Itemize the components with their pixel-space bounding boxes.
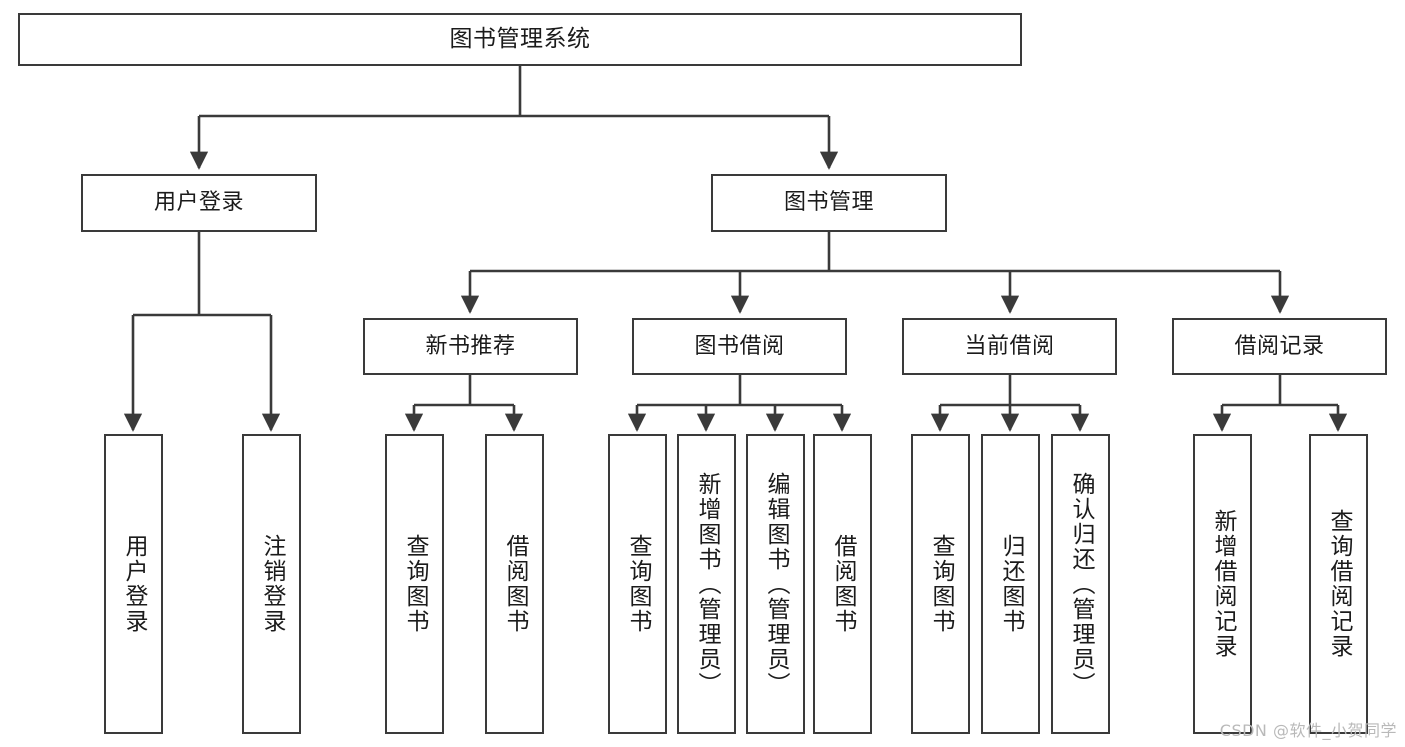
leaf-user-login[interactable]: 用户登录 (104, 434, 163, 734)
node-label: 图书借阅 (694, 333, 785, 359)
node-book-management[interactable]: 图书管理 (711, 174, 947, 232)
leaf-logout[interactable]: 注销登录 (242, 434, 301, 734)
node-label: 归还图书 (998, 534, 1024, 634)
leaf-borrow-book-newbook[interactable]: 借阅图书 (485, 434, 544, 734)
leaf-query-book-current[interactable]: 查询图书 (911, 434, 970, 734)
leaf-query-book-newbook[interactable]: 查询图书 (385, 434, 444, 734)
node-label: 查询图书 (625, 534, 651, 634)
node-root-system[interactable]: 图书管理系统 (18, 13, 1022, 66)
leaf-add-borrow-record[interactable]: 新增借阅记录 (1193, 434, 1252, 734)
node-label: 新增图书（管理员） (694, 471, 720, 697)
node-label: 查询图书 (928, 534, 954, 634)
node-label: 用户登录 (121, 534, 147, 634)
node-label: 新书推荐 (425, 333, 516, 359)
leaf-add-book-admin[interactable]: 新增图书（管理员） (677, 434, 736, 734)
node-label: 图书管理 (783, 190, 874, 216)
node-label: 当前借阅 (964, 333, 1055, 359)
leaf-edit-book-admin[interactable]: 编辑图书（管理员） (746, 434, 805, 734)
node-label: 确认归还（管理员） (1068, 471, 1094, 697)
leaf-return-book[interactable]: 归还图书 (981, 434, 1040, 734)
node-label: 查询借阅记录 (1326, 509, 1352, 659)
node-new-book-recommend[interactable]: 新书推荐 (363, 318, 578, 375)
node-label: 用户登录 (153, 190, 244, 216)
node-borrow-record[interactable]: 借阅记录 (1172, 318, 1387, 375)
node-user-login[interactable]: 用户登录 (81, 174, 317, 232)
node-label: 借阅图书 (502, 534, 528, 634)
node-current-borrow[interactable]: 当前借阅 (902, 318, 1117, 375)
node-label: 新增借阅记录 (1210, 509, 1236, 659)
node-label: 查询图书 (402, 534, 428, 634)
leaf-borrow-book[interactable]: 借阅图书 (813, 434, 872, 734)
leaf-confirm-return-admin[interactable]: 确认归还（管理员） (1051, 434, 1110, 734)
node-book-borrow[interactable]: 图书借阅 (632, 318, 847, 375)
watermark-text: CSDN @软件_小贺同学 (1219, 721, 1397, 740)
node-label: 借阅记录 (1234, 333, 1325, 359)
leaf-query-book-borrow[interactable]: 查询图书 (608, 434, 667, 734)
leaf-query-borrow-record[interactable]: 查询借阅记录 (1309, 434, 1368, 734)
node-label: 图书管理系统 (449, 25, 591, 52)
node-label: 编辑图书（管理员） (763, 471, 789, 697)
node-label: 借阅图书 (830, 534, 856, 634)
node-label: 注销登录 (259, 534, 285, 634)
